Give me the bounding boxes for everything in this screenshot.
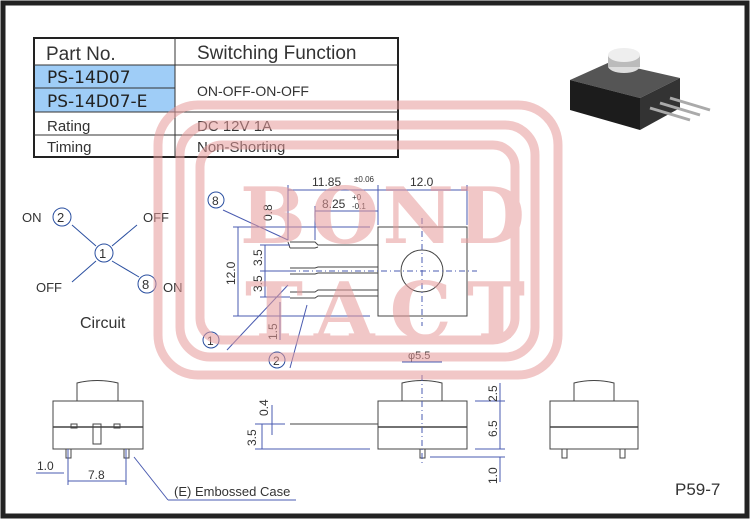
circuit-title: Circuit bbox=[80, 315, 126, 332]
embossed-case-note: (E) Embossed Case bbox=[174, 484, 290, 499]
pin-8-label: 8 bbox=[142, 277, 149, 292]
dim-overall-length: 11.85 bbox=[312, 175, 341, 189]
dim-lead-thickness: 0.4 bbox=[257, 399, 271, 416]
rating-label: Rating bbox=[47, 118, 90, 135]
dim-lead-length: 8.25 bbox=[322, 197, 346, 211]
function-value: ON-OFF-ON-OFF bbox=[197, 83, 309, 99]
dim-pin-height: 1.0 bbox=[486, 467, 500, 484]
top-view bbox=[222, 185, 477, 369]
dim-pin-width: 0.8 bbox=[261, 204, 275, 221]
header-switching-function: Switching Function bbox=[197, 43, 356, 64]
part-number: PS-14D07 bbox=[47, 68, 131, 88]
dim-pitch: 3.5 bbox=[251, 249, 265, 266]
dim-lead-height: 3.5 bbox=[245, 429, 259, 446]
dim-lead-tol-plus: +0 bbox=[352, 193, 362, 202]
dim-overall-tol: ±0.06 bbox=[354, 175, 375, 184]
product-image bbox=[570, 48, 711, 130]
header-part-no: Part No. bbox=[46, 44, 116, 65]
dim-pin-spacing: 7.8 bbox=[88, 468, 105, 482]
watermark-text: BOND bbox=[240, 171, 525, 262]
timing-label: Timing bbox=[47, 139, 91, 156]
watermark-logo: BOND TACT bbox=[153, 100, 563, 380]
dim-pin-dia: 1.0 bbox=[37, 459, 54, 473]
pin-2-circle bbox=[52, 207, 72, 227]
dim-body-height: 12.0 bbox=[224, 261, 238, 285]
part-number: PS-14D07-E bbox=[47, 92, 147, 112]
dim-body-width: 12.0 bbox=[410, 175, 434, 189]
callout-pin-8: 8 bbox=[212, 194, 219, 208]
side-views bbox=[36, 375, 639, 501]
pin-1-circle bbox=[94, 243, 114, 263]
state-label: ON bbox=[22, 210, 42, 225]
dim-knob-height: 2.5 bbox=[486, 385, 500, 402]
dim-pitch: 3.5 bbox=[251, 275, 265, 292]
state-label: OFF bbox=[36, 280, 62, 295]
dim-case-height: 6.5 bbox=[486, 420, 500, 437]
pin-1-label: 1 bbox=[99, 246, 106, 261]
dim-lead-tol-minus: -0.1 bbox=[352, 202, 366, 211]
page-code: P59-7 bbox=[675, 480, 720, 499]
spec-table: Part No. Switching Function PS-14D07 PS-… bbox=[33, 37, 399, 158]
pin-2-label: 2 bbox=[57, 210, 64, 225]
